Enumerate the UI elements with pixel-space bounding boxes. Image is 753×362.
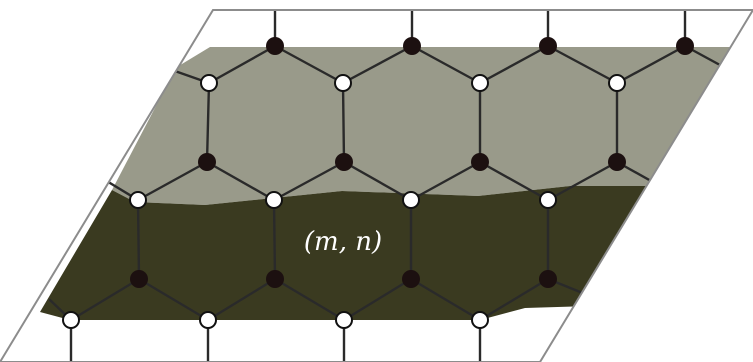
lattice-edge [546,44,619,85]
dark-region-band [40,186,657,320]
open-vertex [539,191,557,209]
open-vertex [402,191,420,209]
lattice-edge [206,277,277,322]
lattice-edge [342,160,413,202]
lattice-edge [478,44,550,85]
lattice-edges [48,10,753,362]
filled-vertex [198,153,216,171]
lattice-edge [546,160,619,202]
filled-vertex [608,153,626,171]
light-region-band [112,47,753,205]
open-vertex [62,311,80,329]
open-vertex [471,74,489,92]
filled-vertex [335,153,353,171]
lattice-edge [136,160,209,202]
lattice-edge [272,160,346,202]
filled-vertex [539,270,557,288]
lattice-edge [478,160,550,202]
filled-vertex [471,153,489,171]
lattice-edge [341,44,414,85]
lattice-edge [341,81,346,164]
open-vertex [471,311,489,329]
filled-vertex [402,270,420,288]
open-vertex [199,311,217,329]
lattice-edge [478,277,550,322]
lattice-edge [207,44,277,85]
lattice-edge [273,44,345,85]
filled-vertex [130,270,148,288]
open-vertex [129,191,147,209]
lattice-edge [409,160,482,202]
filled-vertex [266,37,284,55]
filled-vertex [266,270,284,288]
lattice-edge [205,160,276,202]
filled-vertex [676,37,694,55]
lattice-vertices [62,37,694,329]
lattice-edge [205,81,211,164]
filled-vertex [403,37,421,55]
lattice-edge [273,277,346,322]
lattice-edge [136,198,141,281]
lattice-edge [137,277,210,322]
lattice-edge [409,277,482,322]
open-vertex [608,74,626,92]
lattice-edge [410,44,482,85]
open-vertex [334,74,352,92]
cell-label-m-n: (m, n) [304,227,382,257]
lattice-edge [615,44,687,85]
lattice-edge [272,198,277,281]
open-vertex [335,311,353,329]
lattice-edge [342,277,413,322]
open-vertex [265,191,283,209]
parallelogram-frame [0,9,753,362]
open-vertex [200,74,218,92]
lattice-edge [69,277,141,322]
filled-vertex [539,37,557,55]
